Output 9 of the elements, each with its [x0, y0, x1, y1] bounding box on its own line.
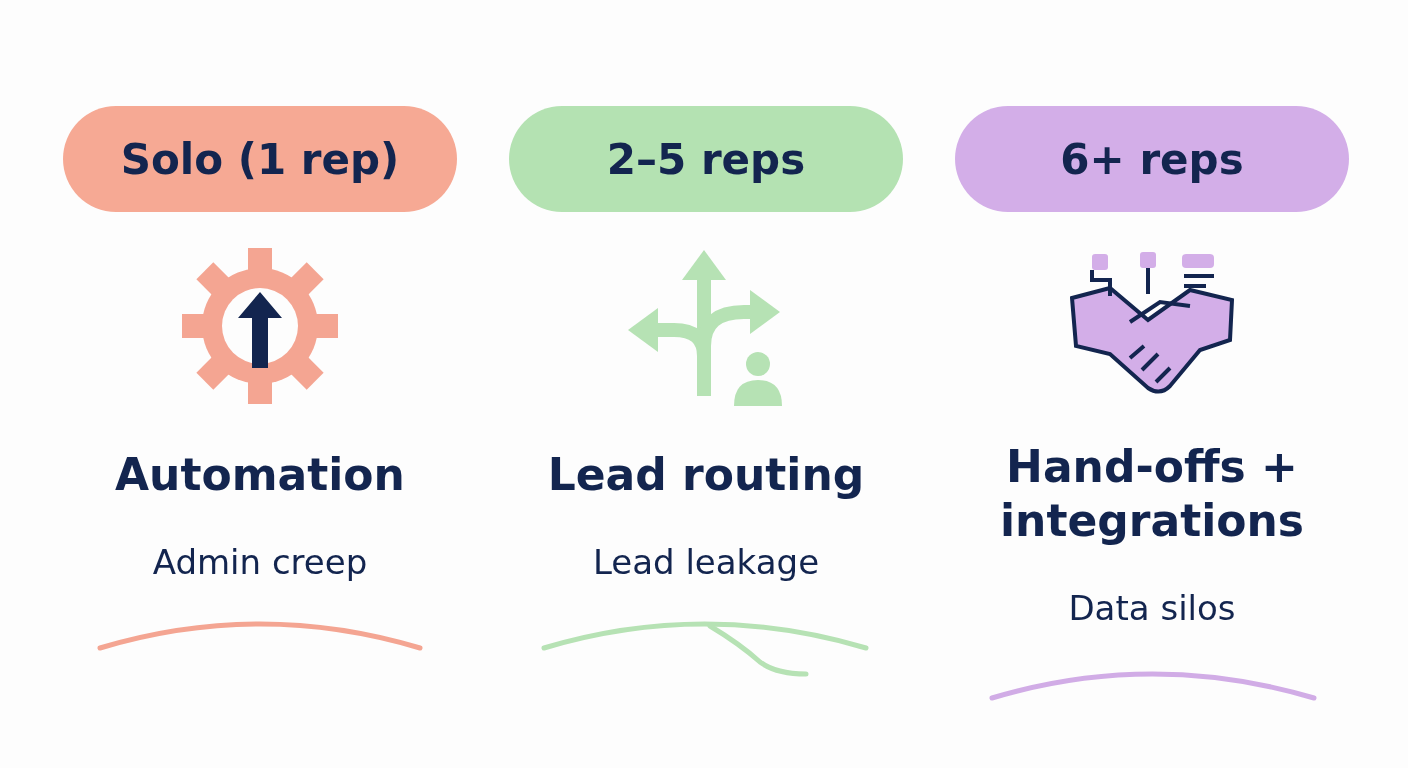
subtitle-text: Lead leakage [591, 542, 821, 582]
heading-text: Lead routing [546, 448, 866, 502]
subtitle-text: Data silos [1067, 588, 1237, 628]
heading-text: Automation [114, 448, 406, 502]
tier-pill: 6+ reps [955, 106, 1349, 212]
heading-text: Hand-offs + integrations [999, 440, 1305, 548]
tier-pill: Solo (1 rep) [63, 106, 457, 212]
tier-pill: 2–5 reps [509, 106, 903, 212]
subtitle-text: Admin creep [151, 542, 369, 582]
